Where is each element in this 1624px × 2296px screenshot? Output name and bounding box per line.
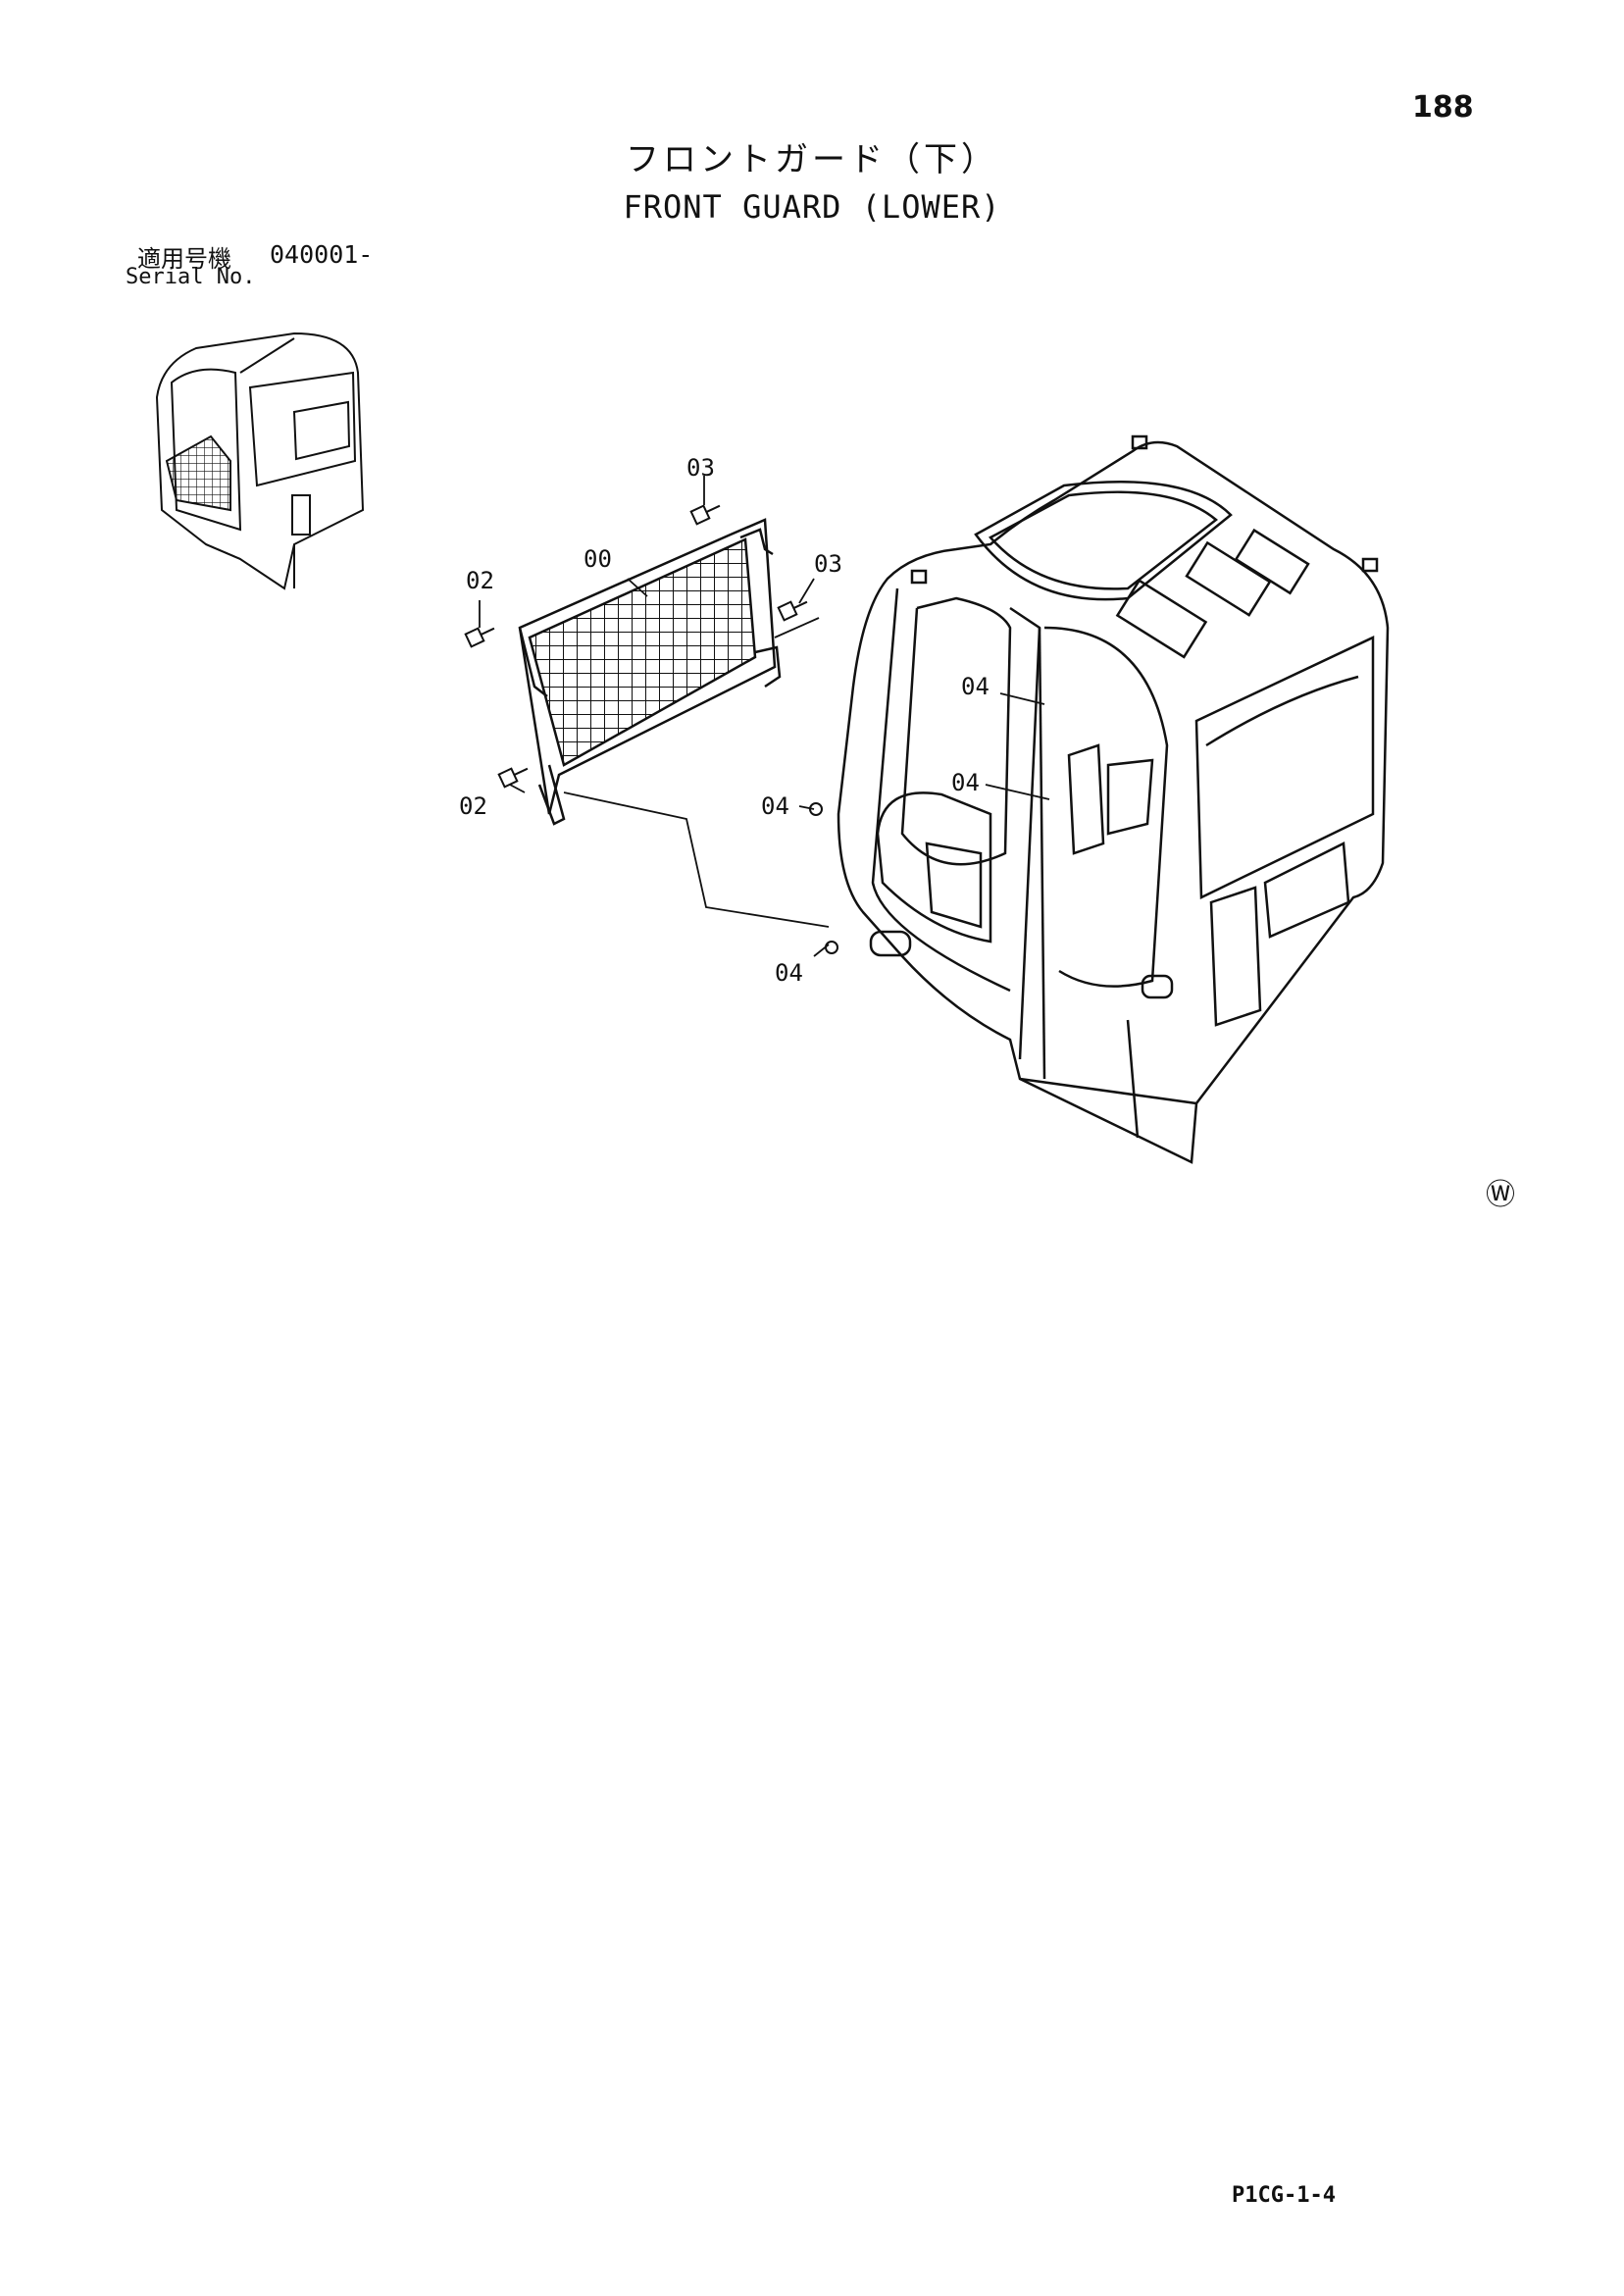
cab-locator-thumbnail [155, 332, 365, 590]
leader-lines [479, 476, 1050, 957]
revision-mark: Ⓦ [1486, 1178, 1515, 1212]
bolt-icons [464, 504, 838, 954]
callout-labels: 00 02 02 03 03 04 04 04 04 [459, 454, 990, 987]
page-title-japanese: フロントガード（下） [626, 140, 998, 179]
serial-label-english: Serial No. [126, 265, 256, 289]
figure-code: P1CG-1-4 [1232, 2183, 1336, 2208]
front-guard-net-panel [518, 518, 782, 826]
callout-bracket-mid-inner: 04 [951, 769, 980, 796]
serial-number-value: 040001- [270, 240, 374, 269]
callout-bolt-top: 03 [686, 454, 715, 482]
callout-bolt-lower-left: 02 [459, 792, 487, 820]
callout-bracket-front-lower: 04 [775, 959, 803, 987]
callout-bracket-front-upper: 04 [761, 792, 789, 820]
callout-bolt-upper-left: 02 [466, 567, 494, 594]
callout-bolt-right: 03 [814, 550, 842, 578]
page-title-english: FRONT GUARD (LOWER) [623, 188, 1001, 226]
callout-bracket-upper-inner: 04 [961, 673, 990, 700]
operator-cab-drawing [837, 434, 1390, 1164]
page-number: 188 [1412, 90, 1474, 125]
callout-net-guard: 00 [584, 545, 612, 573]
serial-label-japanese: 適用号機 [137, 245, 231, 273]
